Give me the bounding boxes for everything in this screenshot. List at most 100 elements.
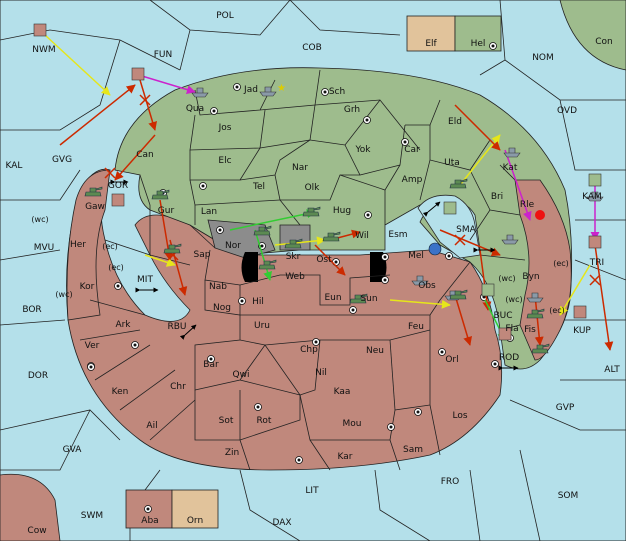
label-province-hil: Hil (252, 297, 264, 307)
supply-center-dot (256, 405, 260, 409)
label-province-amp: Amp (402, 175, 423, 185)
army-icon[interactable] (526, 308, 545, 319)
label-province-sot: Sot (219, 416, 234, 426)
retreat-marker-icon[interactable] (443, 201, 457, 215)
retreat-marker-icon[interactable] (111, 193, 125, 207)
army-icon[interactable] (163, 243, 182, 254)
label-province-rot: Rot (257, 416, 272, 426)
region-cow[interactable] (0, 473, 61, 541)
supply-center-dot (116, 284, 120, 288)
label-province-bar: Bar (203, 360, 219, 370)
fleet-icon[interactable] (259, 86, 277, 97)
label-sea-gor: GOR (108, 181, 128, 191)
supply-center-dot (89, 365, 93, 369)
label-province-ken: Ken (112, 387, 129, 397)
label-coast: (wc) (55, 290, 72, 299)
label-sea-som: SOM (558, 491, 579, 501)
label-coast: (ec) (549, 306, 565, 315)
label-province-ark: Ark (115, 320, 131, 330)
retreat-marker-icon[interactable] (573, 305, 587, 319)
retreat-marker-icon[interactable] (33, 23, 47, 37)
army-icon[interactable] (449, 289, 468, 300)
label-province-fla: Fla (505, 324, 518, 334)
label-province-qua: Qua (186, 104, 204, 114)
fleet-icon[interactable] (503, 147, 521, 158)
supply-center-dot (389, 425, 393, 429)
army-icon[interactable] (302, 206, 321, 217)
label-province-car: Car (404, 145, 420, 155)
label-sea-buc: BUC (493, 311, 512, 321)
army-icon[interactable] (258, 259, 277, 270)
label-province-hug: Hug (333, 206, 351, 216)
label-province-eld: Eld (448, 117, 462, 127)
label-sea-bor: BOR (22, 305, 41, 315)
label-province-bri: Bri (491, 192, 503, 202)
label-province-mel: Mel (408, 251, 424, 261)
label-province-uta: Uta (444, 158, 460, 168)
label-sea-sma: SMA (456, 225, 476, 235)
army-icon[interactable] (531, 343, 550, 354)
label-province-ost: Ost (316, 255, 332, 265)
supply-center-dot (240, 299, 244, 303)
label-province-byn: Byn (522, 272, 539, 282)
supply-center-dot (297, 458, 301, 462)
label-province-nog: Nog (213, 303, 231, 313)
label-sea-cow: Cow (27, 526, 46, 536)
army-icon[interactable] (84, 186, 103, 197)
dislodged-explosion-icon (535, 210, 545, 220)
supply-center-dot (209, 357, 213, 361)
fleet-icon[interactable] (501, 234, 519, 245)
label-sea-fro: FRO (441, 477, 460, 487)
label-province-nil: Nil (315, 368, 327, 378)
retreat-marker-icon[interactable] (481, 283, 495, 297)
label-sea-gva: GVA (63, 445, 83, 455)
supply-center-dot (201, 184, 205, 188)
label-province-web: Web (285, 272, 305, 282)
retreat-marker-icon[interactable] (588, 235, 602, 249)
label-province-fis: Fis (524, 325, 536, 335)
fleet-icon[interactable] (411, 275, 429, 286)
label-province-yok: Yok (354, 145, 371, 155)
fleet-icon[interactable] (586, 191, 604, 202)
army-icon[interactable] (349, 293, 368, 304)
label-sea-rod: ROD (499, 353, 519, 363)
label-sea-gvp: GVP (556, 403, 575, 413)
label-province-kaa: Kaa (334, 387, 351, 397)
label-province-feu: Feu (408, 322, 424, 332)
label-province-neu: Neu (366, 346, 384, 356)
supply-center-dot (218, 228, 222, 232)
fleet-icon[interactable] (526, 292, 544, 303)
label-province-kat: Kat (503, 163, 518, 173)
label-province-eun: Eun (324, 293, 341, 303)
supply-center-dot (212, 109, 216, 113)
retreat-marker-icon[interactable] (131, 67, 145, 81)
supply-center-dot (491, 44, 495, 48)
region-west-horn[interactable] (66, 169, 111, 321)
supply-center-dot (366, 213, 370, 217)
army-icon[interactable] (151, 189, 170, 200)
label-sea-pol: POL (216, 11, 234, 21)
supply-centers (87, 42, 514, 513)
label-coast: (ec) (553, 259, 569, 268)
label-coast: (wc) (505, 295, 522, 304)
army-icon[interactable] (284, 238, 303, 249)
label-sea-cob: COB (302, 43, 322, 53)
supply-center-dot (383, 278, 387, 282)
fleet-icon[interactable] (191, 87, 209, 98)
supply-center-dot (260, 244, 264, 248)
army-icon[interactable] (322, 231, 341, 242)
label-province-nor: Nor (225, 241, 241, 251)
supply-center-dot (314, 340, 318, 344)
label-coast: (wc) (498, 274, 515, 283)
retreat-marker-icon[interactable] (498, 327, 512, 341)
army-icon[interactable] (449, 178, 468, 189)
supply-center-dot (365, 118, 369, 122)
retreat-marker-icon[interactable] (588, 173, 602, 187)
label-coast: (wc) (31, 215, 48, 224)
label-province-sun: Sun (360, 294, 377, 304)
army-icon[interactable] (253, 225, 272, 236)
blue-globe-icon (428, 242, 442, 256)
